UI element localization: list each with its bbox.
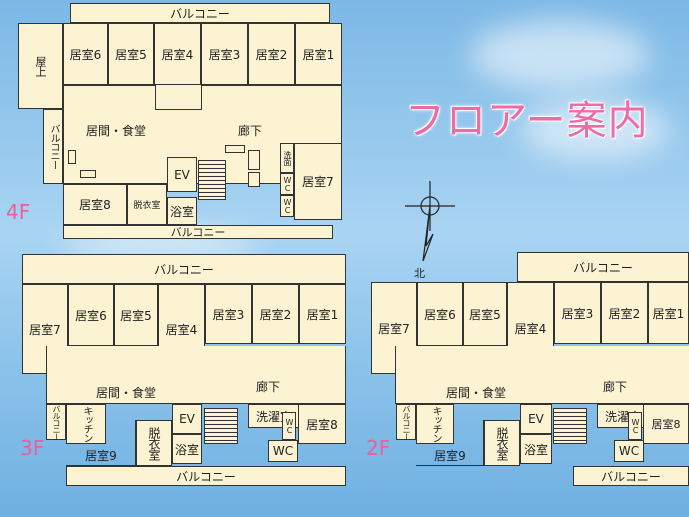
balcony-top: バルコニー [70, 3, 330, 23]
fixture-4f [68, 150, 76, 164]
fixture-4f [248, 150, 260, 170]
elevator-4f: EV [167, 157, 197, 192]
room-3f-9: 居室9 [85, 448, 117, 463]
bath-2f: 浴室 [520, 434, 552, 464]
wc-3f-small: WC [282, 412, 296, 440]
fixture-4f [225, 145, 245, 153]
north-label: 北 [414, 267, 425, 280]
living-dining-3f: 居間・食堂 [96, 386, 157, 400]
room-4f-4: 居室4 [154, 23, 201, 85]
balcony-bottom-4f: バルコニー [63, 225, 333, 239]
room-4f-5: 居室5 [108, 23, 154, 85]
wc-4f-1: WC [280, 173, 294, 195]
wc-2f: WC [614, 440, 644, 462]
cloud [470, 20, 650, 90]
room-3f-9-box [66, 420, 136, 466]
room-4f-7: 居室7 [294, 143, 342, 220]
room-4f-3: 居室3 [201, 23, 248, 85]
wc-3f: WC [268, 440, 298, 462]
fixture-4f [80, 170, 96, 178]
room-3f-2: 居室2 [252, 284, 299, 344]
kitchen-2f: キッチン [416, 404, 454, 444]
room-3f-8: 居室8 [298, 404, 346, 444]
elevator-3f: EV [172, 404, 202, 434]
room-3f-3: 居室3 [205, 284, 252, 344]
balcony-top-2f: バルコニー [517, 252, 689, 282]
floor-label-3f: 3F [20, 436, 45, 460]
rooftop: 屋上 [18, 23, 63, 109]
dressing-3f: 脱衣室 [136, 420, 172, 466]
balcony-side-4f: バルコニー [43, 109, 63, 184]
dressing-4f: 脱衣室 [127, 184, 167, 225]
room-2f-3: 居室3 [554, 282, 601, 344]
bath-3f: 浴室 [172, 434, 202, 464]
room-3f-5: 居室5 [114, 284, 158, 346]
balcony-top-3f: バルコニー [22, 254, 346, 284]
floor-3f-main-area [46, 346, 346, 404]
room-4f-6: 居室6 [63, 23, 108, 85]
room-2f-2: 居室2 [601, 282, 648, 344]
balcony-side-2f: バルコニー [396, 404, 416, 440]
washroom-4f: 洗面 [280, 143, 294, 173]
room-2f-9: 居室9 [434, 448, 466, 463]
room-2f-1: 居室1 [648, 282, 689, 344]
wc-2f-small: WC [628, 412, 642, 440]
balcony-bottom-2f: バルコニー [573, 466, 689, 486]
corridor-3f: 廊下 [256, 380, 281, 394]
cloud [520, 100, 670, 160]
living-dining-4f: 居間・食堂 [86, 124, 147, 138]
balcony-bottom-3f: バルコニー [66, 466, 346, 486]
bath-4f: 浴室 [167, 197, 197, 225]
page-title: フロアー案内 [405, 98, 649, 144]
corridor-2f: 廊下 [603, 380, 628, 394]
room-4f-extension [155, 85, 202, 110]
living-dining-2f: 居間・食堂 [446, 386, 507, 400]
corridor-4f: 廊下 [238, 124, 263, 138]
floor-label-4f: 4F [6, 200, 31, 224]
room-2f-5: 居室5 [463, 282, 507, 346]
compass-icon [405, 181, 455, 262]
room-4f-8: 居室8 [63, 184, 127, 225]
room-2f-9-box [416, 420, 484, 466]
floor-2f-main-area [395, 346, 689, 404]
elevator-2f: EV [520, 404, 552, 434]
fixture-4f [248, 172, 260, 187]
room-3f-6: 居室6 [68, 284, 114, 346]
balcony-side-3f: バルコニー [46, 404, 66, 440]
stairs-3f [204, 408, 238, 444]
stairs-2f [553, 408, 587, 444]
kitchen-3f: キッチン [66, 404, 106, 444]
wc-4f-2: WC [280, 195, 294, 217]
stairs-4f [198, 160, 226, 200]
room-4f-2: 居室2 [248, 23, 295, 85]
floor-label-2f: 2F [366, 436, 391, 460]
room-2f-8: 居室8 [643, 404, 689, 444]
room-3f-1: 居室1 [299, 284, 346, 344]
room-4f-1: 居室1 [295, 23, 342, 85]
dressing-2f: 脱衣室 [484, 420, 520, 466]
room-2f-6: 居室6 [417, 282, 463, 346]
